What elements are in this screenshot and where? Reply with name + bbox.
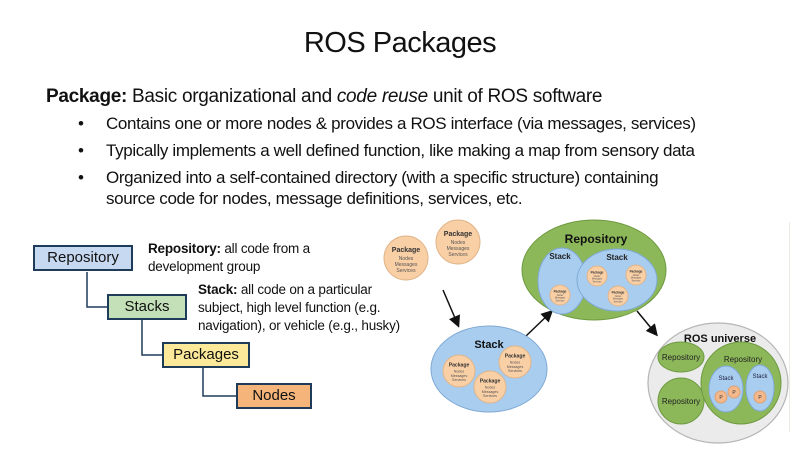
definition-term: Package: xyxy=(46,86,128,107)
package-item-messages: Messages xyxy=(451,374,468,378)
stack-label: Stack xyxy=(718,376,734,382)
package-label: Package xyxy=(612,290,625,294)
package-label: Package xyxy=(392,247,421,254)
p-label: P xyxy=(719,395,723,401)
connector-repo-stacks xyxy=(86,272,108,308)
arrow-repository-to-universe xyxy=(636,310,658,337)
package-item-messages: Messages xyxy=(613,299,624,301)
package-item-services: Services xyxy=(483,394,497,398)
package-circle xyxy=(435,219,481,265)
package-item-nodes: Nodes xyxy=(485,385,496,389)
package-item-services: Services xyxy=(396,268,416,274)
bullet-icon: • xyxy=(78,114,84,133)
package-item-nodes: Nodes xyxy=(510,360,521,364)
definition-text-1: Basic organizational and xyxy=(127,86,337,107)
stack-label: Stack xyxy=(549,252,571,261)
package-item-nodes: Nodes xyxy=(594,276,601,278)
package-circle xyxy=(586,265,608,287)
bullet-item: • Organized into a self-contained directo… xyxy=(78,167,666,209)
stack-note-term: Stack: xyxy=(198,282,238,297)
bullet-text: Contains one or more nodes & provides a … xyxy=(106,114,696,133)
package-circle xyxy=(442,354,476,388)
p-circle xyxy=(727,385,741,399)
stack-note-text: all code on a particular subject, high l… xyxy=(198,282,400,333)
repository-note: Repository: all code from a development … xyxy=(148,240,358,276)
stack-note: Stack: all code on a particular subject,… xyxy=(198,281,418,335)
arrow-packages-to-stack xyxy=(442,289,460,328)
stack-label: Stack xyxy=(606,253,628,262)
slide-title: ROS Packages xyxy=(303,27,497,59)
bullet-item: • Contains one or more nodes & provides a… xyxy=(78,113,706,134)
repository-ellipse xyxy=(657,377,705,425)
bullet-text: Typically implements a well defined func… xyxy=(106,141,695,160)
package-circle xyxy=(625,264,647,286)
repository-label: Repository xyxy=(662,397,700,406)
definition-text-2: unit of ROS software xyxy=(427,86,603,107)
package-item-services: Services xyxy=(556,300,566,302)
hierarchy-box-repository: Repository xyxy=(33,245,133,271)
package-item-services: Services xyxy=(448,252,468,258)
p-circle xyxy=(753,390,767,404)
repository-note-term: Repository: xyxy=(148,241,221,256)
bullet-item: • Typically implements a well defined fun… xyxy=(78,140,706,161)
package-circle xyxy=(473,370,507,404)
package-item-messages: Messages xyxy=(631,278,642,280)
stack-label: Stack xyxy=(474,339,504,351)
package-item-messages: Messages xyxy=(447,246,470,252)
package-circle xyxy=(498,345,532,379)
p-circle xyxy=(714,390,728,404)
package-item-services: Services xyxy=(632,280,642,282)
repository-note-text: all code from a development group xyxy=(148,241,310,274)
divider-line xyxy=(789,222,790,432)
package-item-messages: Messages xyxy=(555,298,566,300)
stack-ellipse xyxy=(745,364,775,412)
package-item-services: Services xyxy=(614,301,624,303)
package-definition: Package: Basic organizational and code r… xyxy=(46,86,602,108)
package-label: Package xyxy=(449,363,470,369)
bullet-text: Organized into a self-contained director… xyxy=(106,168,659,208)
package-item-nodes: Nodes xyxy=(615,296,622,298)
repository-label: Repository xyxy=(724,355,762,364)
repository-label: Repository xyxy=(662,353,700,362)
bullet-icon: • xyxy=(78,168,84,187)
package-item-services: Services xyxy=(508,369,522,373)
package-label: Package xyxy=(554,289,567,293)
package-item-messages: Messages xyxy=(507,365,524,369)
package-item-messages: Messages xyxy=(482,390,499,394)
package-item-nodes: Nodes xyxy=(454,369,465,373)
package-label: Package xyxy=(630,269,643,273)
connector-packages-nodes xyxy=(202,368,236,397)
package-circle xyxy=(383,235,429,281)
bullet-icon: • xyxy=(78,141,84,160)
hierarchy-box-packages: Packages xyxy=(162,342,250,368)
package-item-nodes: Nodes xyxy=(399,256,414,262)
package-item-nodes: Nodes xyxy=(633,275,640,277)
hierarchy-box-nodes: Nodes xyxy=(236,383,312,409)
package-label: Package xyxy=(444,231,473,238)
package-label: Package xyxy=(505,354,526,360)
p-label: P xyxy=(732,390,736,396)
repository-label: Repository xyxy=(565,232,628,246)
package-label: Package xyxy=(480,379,501,385)
connector-stacks-packages xyxy=(141,320,163,356)
package-item-messages: Messages xyxy=(395,262,418,268)
repository-ellipse xyxy=(657,341,705,373)
hierarchy-box-stacks: Stacks xyxy=(107,294,187,320)
stack-label: Stack xyxy=(752,374,768,380)
package-circle xyxy=(549,284,571,306)
stack-ellipse xyxy=(576,248,658,312)
p-label: P xyxy=(758,395,762,401)
package-item-services: Services xyxy=(452,378,466,382)
bullet-list: • Contains one or more nodes & provides a… xyxy=(78,113,706,215)
package-item-nodes: Nodes xyxy=(557,295,564,297)
package-item-services: Services xyxy=(593,281,603,283)
arrow-stack-to-repository xyxy=(525,309,554,337)
definition-emphasis: code reuse xyxy=(336,86,428,107)
package-item-nodes: Nodes xyxy=(451,240,466,246)
package-label: Package xyxy=(591,270,604,274)
package-circle xyxy=(607,285,629,307)
package-item-messages: Messages xyxy=(592,279,603,281)
